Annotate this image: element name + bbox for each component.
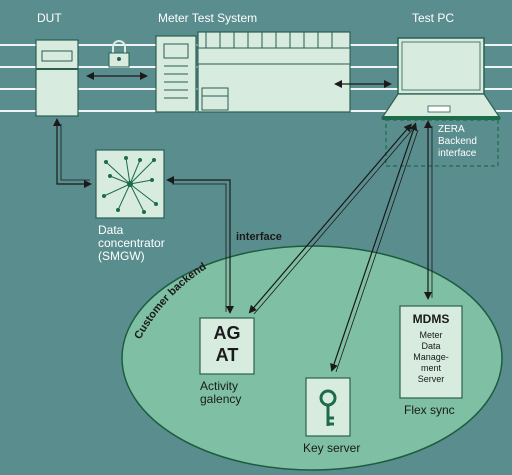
mdms-description: Meter Data Manage- ment Server — [400, 330, 462, 385]
zera-backend-box — [385, 119, 499, 167]
zera-line: ZERA — [438, 124, 465, 135]
key-server-label: Key server — [303, 441, 361, 455]
mdms-line-1: Meter — [419, 330, 443, 340]
mdms-line-3: Manage- — [413, 352, 449, 362]
arrow-dut-concentrator — [53, 118, 92, 188]
test-pc-laptop — [380, 37, 502, 120]
interface-word-label: interface — [236, 231, 282, 243]
arrow-pc-keyserver — [330, 122, 418, 372]
ag-text: AG — [213, 323, 241, 343]
meter-test-system-label: Meter Test System — [158, 11, 258, 25]
mdms-title: MDMS — [412, 312, 450, 326]
ag-line-2: galency — [200, 392, 242, 406]
dc-line-1: Data — [98, 223, 124, 237]
data-concentrator-label: Data concentrator (SMGW) — [98, 224, 165, 263]
arrow-concentrator-ag — [166, 176, 234, 314]
test-pc-label: Test PC — [412, 11, 455, 25]
mdms-line-4: ment — [420, 363, 441, 373]
network-hub-icon — [95, 149, 165, 219]
activity-galency-label: Activity galency — [200, 380, 241, 406]
padlock-icon — [108, 40, 130, 68]
connection-arrows — [53, 72, 433, 373]
ag-at-text: AG AT — [200, 322, 254, 366]
dut-label: DUT — [37, 11, 62, 25]
meter-test-system — [155, 31, 351, 113]
flex-sync-label: Flex sync — [404, 403, 455, 417]
interface-line: interface — [438, 148, 477, 159]
zera-backend-label: ZERA Backend interface — [438, 124, 477, 160]
mdms-line-5: Server — [417, 374, 445, 384]
activity-galency-box — [199, 317, 255, 375]
ag-line-1: Activity — [200, 379, 239, 393]
at-text: AT — [215, 345, 239, 365]
dc-line-3: (SMGW) — [98, 249, 145, 263]
key-icon — [319, 389, 337, 426]
mdms-line-2: Data — [421, 341, 441, 351]
backend-line: Backend — [438, 136, 477, 147]
dc-line-2: concentrator — [98, 236, 165, 250]
dut-device — [35, 39, 79, 117]
